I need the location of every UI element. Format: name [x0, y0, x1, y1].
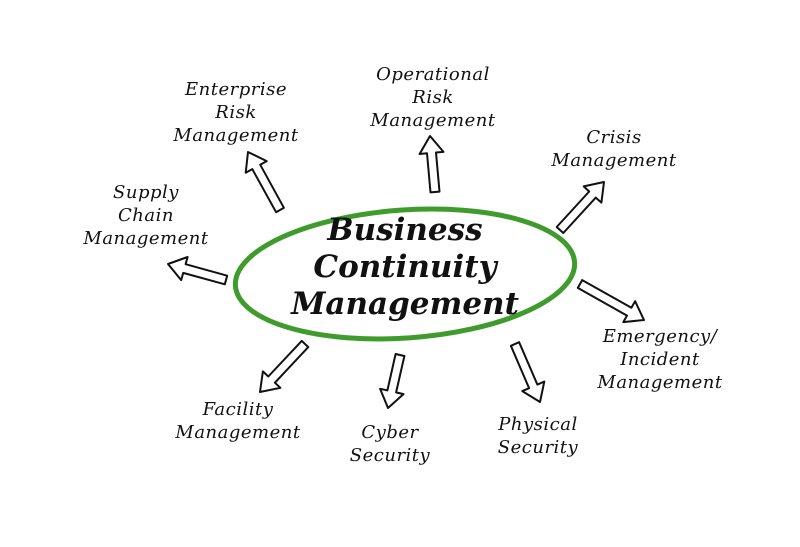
arrow-icon [555, 181, 605, 234]
node-label-line: Management [370, 110, 496, 131]
node-label-line: Incident [620, 349, 700, 370]
node-label-line: Risk [215, 102, 257, 123]
node-label-line: Security [497, 437, 579, 458]
node-label-line: Cyber [361, 422, 419, 443]
node-label-line: Risk [412, 87, 454, 108]
arrow-icon [418, 135, 445, 194]
arrow-icon [259, 339, 310, 393]
node-label-line: Facility [202, 399, 274, 420]
center-ellipse [232, 206, 578, 342]
node-label-line: Physical [498, 414, 578, 435]
node-label-line: Management [551, 150, 677, 171]
node-label-line: Enterprise [185, 79, 287, 100]
arrow-icon [244, 151, 285, 214]
node-label-line: Security [349, 445, 431, 466]
node-label-line: Management [83, 228, 209, 249]
node-label-line: Crisis [586, 127, 642, 148]
node-label-line: Emergency/ [602, 326, 718, 347]
center-line: Management [291, 286, 519, 322]
node-label-line: Chain [118, 205, 174, 226]
center-line: Continuity [313, 249, 497, 285]
node-label-line: Management [597, 372, 723, 393]
arrow-icon [167, 256, 229, 286]
node-label-line: Management [175, 422, 301, 443]
arrow-icon [509, 341, 546, 403]
center-title: Business Continuity Management [291, 212, 519, 323]
node-label-line: Management [173, 125, 299, 146]
arrow-icon [379, 353, 406, 409]
node-label-line: Supply [113, 182, 179, 203]
center-line: Business [327, 212, 483, 248]
arrow-icon [576, 279, 645, 324]
node-label-line: Operational [376, 64, 490, 85]
